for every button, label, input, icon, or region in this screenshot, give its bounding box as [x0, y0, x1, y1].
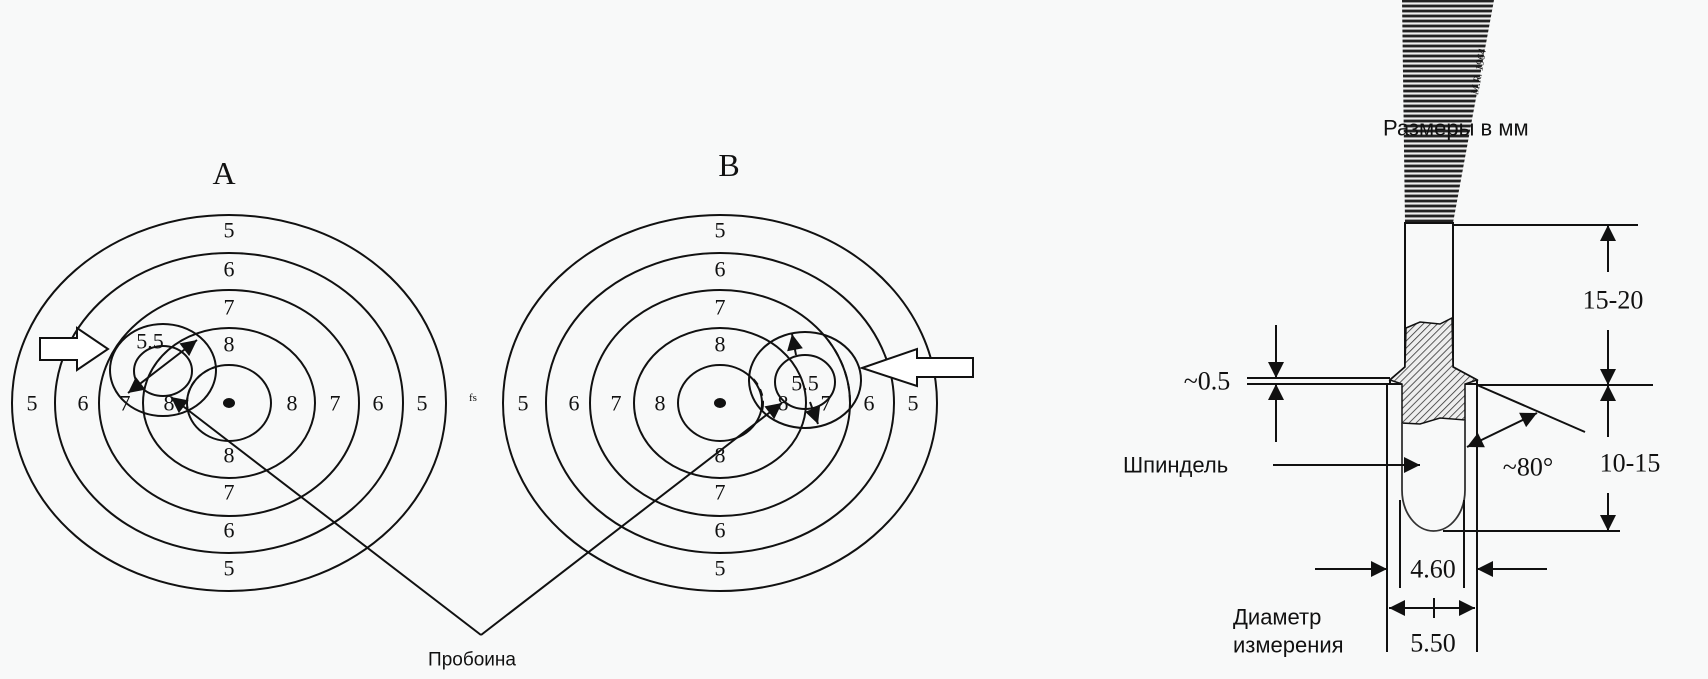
ring-score-label: 5 [518, 391, 529, 416]
target-ring [54, 252, 404, 554]
ring-score-label: 8 [224, 443, 235, 468]
ring-score-label: 7 [715, 295, 726, 320]
ring-score-label: 5 [908, 391, 919, 416]
ring-score-label: 5 [224, 556, 235, 581]
side-mark: fs [469, 392, 477, 404]
units-note: Размеры в мм [1383, 116, 1529, 141]
ring-score-label: 6 [569, 391, 580, 416]
hidden-ring-dashed-b1 [749, 364, 764, 428]
pointer-callout: Пробоина [170, 396, 783, 671]
target-ring [11, 214, 447, 592]
spindle [1401, 420, 1466, 532]
shot-hole-outer-b [748, 331, 862, 429]
shot-gauge-collar-b [774, 354, 836, 410]
angle-arrow [1466, 412, 1538, 448]
ring-score-label: 7 [224, 295, 235, 320]
angle-line [1476, 384, 1586, 433]
ring-score-label: 8 [715, 443, 726, 468]
target-b-overlay: 5.5 B [718, 147, 974, 429]
ring-score-label: 7 [821, 391, 832, 416]
shot-hole-outer-a [109, 323, 217, 417]
inner-diameter: 4.60 [1410, 555, 1456, 584]
ring-score-label: 6 [373, 391, 384, 416]
ring-score-label: 6 [864, 391, 875, 416]
ring-score-label: 7 [715, 480, 726, 505]
ring-score-label: 6 [224, 257, 235, 282]
target-title-b: B [718, 147, 739, 183]
shot-radius-arrow-up-b [787, 333, 803, 356]
ring-score-label: 5 [224, 218, 235, 243]
gauge-thread [1402, 0, 1494, 223]
target-center-dot [223, 398, 235, 408]
hollow-arrow-icon-a [39, 326, 110, 372]
dim-shoulder: ~0.5 [1184, 367, 1231, 396]
pointer-label: Пробоина [428, 650, 516, 671]
shot-label-a: 5.5 [136, 329, 164, 354]
ring-score-label: 8 [224, 332, 235, 357]
ring-score-label: 5 [27, 391, 38, 416]
hidden-ring-dashed-b2 [749, 332, 851, 428]
target-ring [502, 214, 938, 592]
spindle-label: Шпиндель [1123, 453, 1228, 478]
ring-score-label: 7 [611, 391, 622, 416]
target-ring [545, 252, 895, 554]
dim-shaft-length: 15-20 [1583, 286, 1644, 315]
plug-gauge: M.R. 1964 Размеры в мм 15-20 10-15 ~80° … [1123, 0, 1660, 658]
gauge-hatched-section [1388, 316, 1479, 425]
ring-score-label: 8 [778, 391, 789, 416]
target-a-overlay: 5.5 A fs [39, 155, 477, 417]
target-title-a: A [212, 155, 235, 191]
ring-score-label: 5 [715, 556, 726, 581]
pointer-line-b [480, 402, 783, 636]
ring-score-label: 8 [655, 391, 666, 416]
pointer-line-a [170, 396, 482, 636]
ring-score-label: 6 [715, 257, 726, 282]
target-ring [98, 289, 360, 517]
measure-diameter-label-2: измерения [1233, 633, 1344, 658]
ring-score-label: 8 [715, 332, 726, 357]
hollow-arrow-icon-b [858, 347, 974, 388]
target-b: 5 6 7 8 8 7 6 5 5 6 7 8 8 7 6 5 [502, 214, 938, 592]
ring-score-label: 6 [715, 518, 726, 543]
ring-score-label: 8 [287, 391, 298, 416]
measure-diameter-label-1: Диаметр [1233, 605, 1321, 630]
dim-tip-length: 10-15 [1600, 449, 1661, 478]
target-ring [633, 327, 807, 479]
target-ring [142, 327, 316, 479]
ring-score-label: 8 [164, 391, 175, 416]
ring-score-label: 5 [417, 391, 428, 416]
measure-diameter: 5.50 [1410, 629, 1456, 658]
shot-diameter-arrow-a [127, 339, 198, 394]
target-center-dot [714, 398, 726, 408]
ring-score-label: 5 [715, 218, 726, 243]
ring-score-label: 6 [224, 518, 235, 543]
ring-score-label: 6 [78, 391, 89, 416]
angle-label: ~80° [1503, 453, 1553, 482]
ring-score-label: 7 [330, 391, 341, 416]
ring-score-label: 7 [224, 480, 235, 505]
shot-radius-arrow-down-b [805, 401, 821, 425]
shot-label-b: 5.5 [791, 371, 819, 396]
